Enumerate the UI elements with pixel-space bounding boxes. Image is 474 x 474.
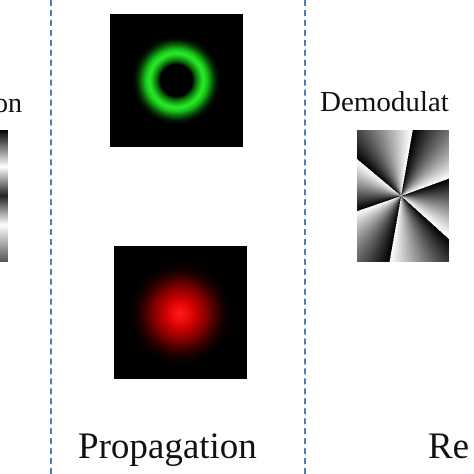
red-spot-beam [114,246,247,379]
phase-pattern-left-partial [0,130,8,262]
demodulation-phase-pattern [357,130,449,262]
demodulation-label: Demodulat [320,86,449,118]
propagation-label: Propagation [78,426,257,467]
modulation-label-partial: on [0,88,22,119]
divider-left [50,0,52,474]
divider-right [304,0,306,474]
reconstruction-label-partial: Re [428,426,470,467]
green-ring-beam [110,14,243,147]
